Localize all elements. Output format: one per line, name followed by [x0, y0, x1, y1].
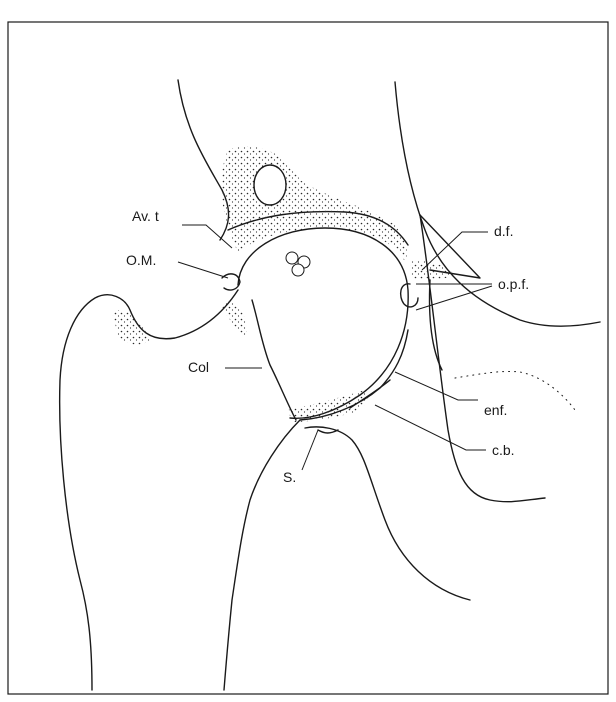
- femoral-neck-lower: [252, 300, 296, 420]
- greater-trochanter-stipple: [112, 310, 150, 344]
- leader-opf-2: [416, 286, 492, 310]
- lower-stipple: [288, 390, 368, 422]
- leader-cb: [375, 405, 486, 450]
- dotted-marks: [455, 371, 575, 410]
- fovea-circle-1: [286, 252, 298, 264]
- label-opf: o.p.f.: [498, 276, 529, 292]
- leader-s: [302, 430, 318, 470]
- figure-frame: [8, 22, 608, 694]
- ilium-outline: [178, 80, 229, 240]
- label-df: d.f.: [494, 223, 513, 239]
- label-enf: enf.: [484, 402, 507, 418]
- label-om: O.M.: [126, 252, 156, 268]
- lateral-stipple: [410, 261, 455, 280]
- teardrop-shape: [254, 165, 286, 205]
- fovea-circle-3: [292, 264, 304, 276]
- leader-om: [178, 262, 228, 278]
- label-avt: Av. t: [132, 208, 159, 224]
- leader-avt: [182, 225, 232, 248]
- acetabular-stipple: [221, 146, 407, 262]
- labrum-right: [401, 284, 418, 307]
- label-cb: c.b.: [492, 442, 515, 458]
- inferior-line: [305, 427, 470, 600]
- label-s: S.: [283, 469, 296, 485]
- label-col: Col: [188, 359, 209, 375]
- femur-shaft-inner: [224, 420, 300, 690]
- femoral-neck-upper: [60, 290, 238, 690]
- leader-enf: [395, 372, 478, 400]
- neck-stipple: [222, 300, 247, 340]
- obturator-line-2: [430, 280, 443, 370]
- femoral-head: [238, 228, 408, 418]
- labrum-left: [222, 274, 240, 290]
